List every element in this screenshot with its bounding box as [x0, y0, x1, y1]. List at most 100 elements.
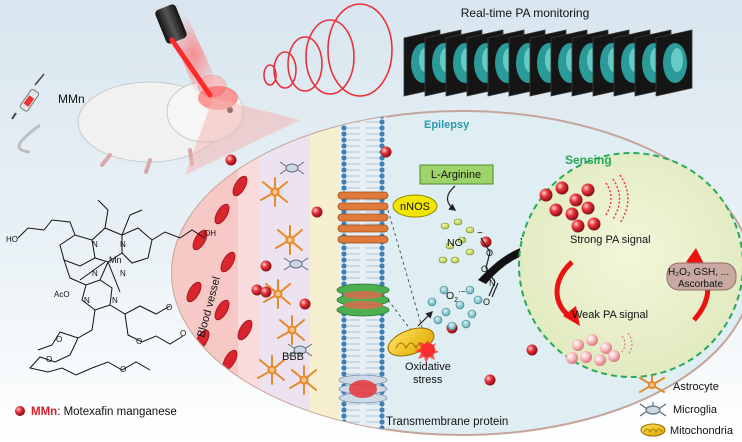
sensing-title: Sensing — [565, 153, 612, 167]
svg-text:N: N — [112, 296, 118, 305]
no-radical-dots — [438, 218, 475, 264]
strong-signal-beads — [539, 181, 601, 233]
mouse-tail — [17, 123, 41, 154]
mmn-bead — [311, 206, 323, 218]
mmn-bead — [380, 146, 392, 158]
superoxide-dot — [433, 315, 443, 325]
svg-text:O: O — [180, 329, 186, 338]
pa-wave-rings — [263, 3, 393, 97]
microglia — [287, 343, 313, 357]
weak-bead — [566, 352, 578, 364]
oxidative-label-1: Oxidative — [405, 361, 451, 373]
red-blood-cell — [216, 391, 232, 413]
zoom-cone — [185, 98, 300, 175]
mmn-bead — [251, 284, 263, 296]
legend-mitochondria: Mitochondria — [670, 425, 734, 437]
red-blood-cell — [186, 281, 202, 303]
superoxide-dots — [427, 285, 483, 331]
superoxide-dot — [447, 321, 457, 331]
mitochondria-icon — [640, 423, 666, 437]
l-arginine-label: L-Arginine — [431, 169, 481, 181]
mmn-bead — [260, 260, 272, 272]
reagents-line1: H₂O₂ GSH, ... — [668, 267, 729, 278]
svg-text:O: O — [483, 297, 490, 307]
reagents-box — [666, 262, 737, 291]
superoxide-dot — [473, 295, 483, 305]
strong-bead — [581, 183, 595, 197]
red-blood-cell — [188, 377, 204, 399]
red-blood-cell — [220, 251, 236, 273]
strong-bead — [565, 207, 579, 221]
red-blood-cell — [237, 319, 253, 341]
syringe-icon — [11, 73, 45, 120]
zoom-dash-lines — [387, 209, 431, 356]
svg-text:N: N — [92, 269, 98, 278]
microglia-icon — [639, 402, 667, 417]
weak-bead — [594, 354, 606, 366]
superoxide-dot — [439, 285, 449, 295]
strong-bead — [539, 188, 553, 202]
superoxide-dot — [467, 309, 477, 319]
svg-text:N: N — [92, 240, 98, 249]
astrocyte — [263, 279, 291, 309]
legend-microglia: Microglia — [673, 404, 718, 416]
superoxide-label: O2·− — [446, 287, 466, 304]
bbb-label: BBB — [282, 351, 304, 363]
mmn-bead — [484, 374, 496, 386]
svg-text:HO: HO — [6, 235, 18, 244]
svg-text:O: O — [136, 337, 142, 346]
weak-signal-beads — [566, 334, 620, 366]
svg-text:O: O — [166, 303, 172, 312]
svg-text:N: N — [84, 296, 90, 305]
mmn-bead — [526, 344, 538, 356]
mmn-bead — [480, 236, 492, 248]
no-radical-dot — [457, 236, 467, 244]
strong-bead — [571, 219, 585, 233]
nnos-oval — [392, 194, 438, 218]
mmn-definition: MMn: Motexafin manganese — [31, 406, 177, 418]
weak-bead — [580, 351, 592, 363]
laser-probe — [155, 4, 222, 98]
monitoring-title: Real-time PA monitoring — [461, 6, 590, 20]
mmn-bead — [260, 286, 272, 298]
structure-atom-labels: HO OH AcO Mn N N N N N N O O O O O O — [6, 229, 216, 374]
mmn-bead — [299, 298, 311, 310]
peroxynitrite-structure — [480, 237, 499, 298]
transmembrane-label: Transmembrane protein — [386, 416, 508, 428]
svg-text:O: O — [120, 365, 126, 374]
transmembrane-proteins — [336, 191, 390, 404]
svg-text:Mn: Mn — [109, 255, 122, 265]
weak-signal-label: Weak PA signal — [572, 309, 648, 321]
superoxide-dot — [441, 307, 451, 317]
red-blood-cell — [182, 184, 198, 206]
svg-text:O: O — [56, 335, 62, 344]
svg-text:AcO: AcO — [54, 290, 70, 299]
superoxide-dot — [465, 285, 475, 295]
strong-bead — [587, 217, 601, 231]
astrocyte — [257, 355, 285, 385]
no-radical-dot — [465, 248, 475, 256]
no-radical-dot — [438, 256, 448, 264]
superoxide-dot — [461, 319, 471, 329]
nnos-label: nNOS — [400, 201, 430, 213]
no-radical-dot — [440, 222, 450, 230]
l-arginine-box — [419, 164, 494, 185]
red-blood-cell — [232, 175, 248, 197]
weak-bead — [600, 342, 612, 354]
red-blood-cell — [214, 299, 230, 321]
svg-text:O: O — [481, 264, 488, 274]
no-radical-dot — [450, 256, 460, 264]
mitochondrion-oxidative — [387, 327, 439, 363]
astrocyte — [289, 365, 317, 395]
astrocyte — [260, 177, 288, 207]
no-radical-dot — [465, 226, 475, 234]
legend: Astrocyte Microglia Mitochondria — [639, 375, 734, 437]
weak-bead — [586, 334, 598, 346]
astrocyte — [277, 315, 305, 345]
no-radical-dot — [453, 218, 463, 226]
no-radical-dot — [445, 242, 455, 250]
mmn-legend-dot — [15, 406, 25, 416]
microglia — [283, 257, 309, 271]
